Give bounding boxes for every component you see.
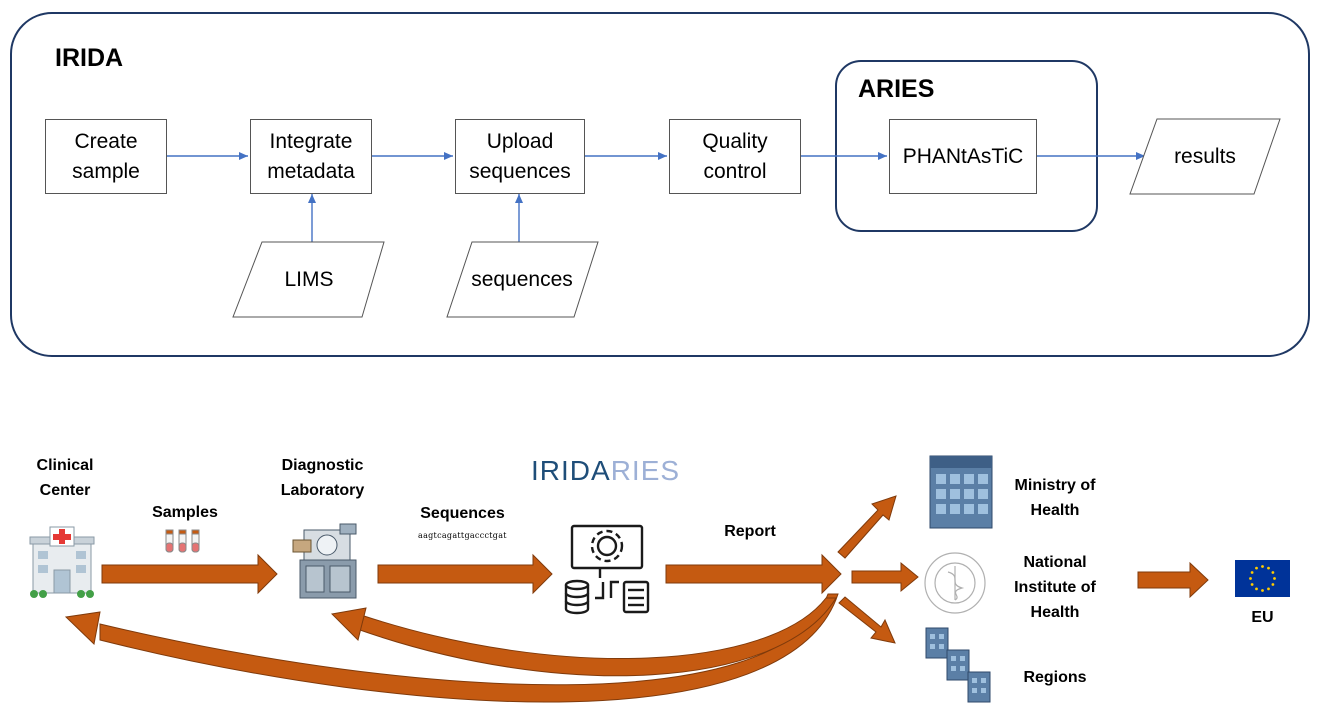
arrow-to-institute bbox=[851, 561, 919, 593]
sequences-flow-label: Sequences bbox=[420, 505, 505, 522]
eu-star bbox=[1249, 577, 1252, 580]
eu-flag-icon bbox=[1235, 560, 1290, 597]
clinical-center-label: Clinical Center bbox=[36, 457, 94, 499]
sequence-snippet: aagtcagattgaccctgat bbox=[418, 531, 507, 540]
server-gear-icon bbox=[564, 524, 650, 615]
input-lims-label: LIMS bbox=[284, 267, 334, 291]
sequences-parallelogram bbox=[446, 241, 599, 318]
eu-star bbox=[1255, 566, 1258, 570]
return-arrowhead-clinical bbox=[64, 611, 101, 646]
lims-parallelogram bbox=[232, 241, 385, 318]
regions-label: Regions bbox=[1023, 669, 1087, 686]
return-arrow-to-clinical-center bbox=[99, 593, 839, 703]
eu-star bbox=[1261, 565, 1264, 568]
input-sequences-label: sequences bbox=[471, 267, 573, 291]
irida-panel bbox=[10, 12, 1310, 357]
national-institute-label: National Institute of Health bbox=[1014, 554, 1096, 621]
hospital-icon bbox=[29, 526, 95, 598]
step-upload-sequences: Upload sequences bbox=[455, 119, 585, 194]
arrow-to-ministry bbox=[837, 495, 897, 559]
arrow-sequences bbox=[377, 553, 553, 595]
iridaries-logo-part1: IRIDA bbox=[531, 455, 611, 486]
samples-label: Samples bbox=[152, 504, 218, 521]
aries-group-box bbox=[835, 60, 1098, 232]
step-quality-control: Quality control bbox=[669, 119, 801, 194]
arrow-samples bbox=[101, 553, 278, 595]
ministry-label: Ministry of Health bbox=[1014, 477, 1096, 519]
iridaries-logo-part2: RIES bbox=[610, 455, 681, 486]
eu-star bbox=[1267, 566, 1270, 570]
eu-star bbox=[1261, 589, 1264, 592]
regions-buildings-icon bbox=[925, 627, 991, 703]
arrow-to-regions bbox=[838, 596, 896, 644]
eu-star bbox=[1271, 571, 1275, 574]
lab-sequencer-icon bbox=[292, 523, 357, 599]
step-create-sample: Create sample bbox=[45, 119, 167, 194]
step-phantastic: PHANtAsTiC bbox=[889, 119, 1037, 194]
aries-title: ARIES bbox=[858, 75, 935, 103]
eu-star bbox=[1255, 587, 1258, 591]
eu-star bbox=[1273, 577, 1276, 580]
eu-star bbox=[1271, 583, 1275, 586]
iridaries-logo: IRIDARIES bbox=[531, 455, 680, 487]
sample-tubes-icon bbox=[165, 529, 200, 553]
arrow-eu bbox=[1137, 561, 1209, 599]
diagnostic-lab-label: Diagnostic Laboratory bbox=[280, 457, 365, 499]
eu-label: EU bbox=[1251, 609, 1274, 626]
eu-star bbox=[1250, 571, 1254, 574]
output-results-label: results bbox=[1174, 144, 1236, 168]
irida-title: IRIDA bbox=[55, 44, 124, 72]
results-parallelogram bbox=[1129, 118, 1281, 195]
arrow-report bbox=[665, 553, 842, 595]
return-arrowhead-lab bbox=[330, 607, 367, 641]
report-label: Report bbox=[724, 523, 776, 540]
ministry-building-icon bbox=[929, 455, 993, 529]
institute-seal-icon bbox=[924, 552, 986, 614]
eu-star bbox=[1250, 583, 1254, 586]
step-integrate-metadata: Integrate metadata bbox=[250, 119, 372, 194]
eu-star bbox=[1267, 587, 1270, 591]
